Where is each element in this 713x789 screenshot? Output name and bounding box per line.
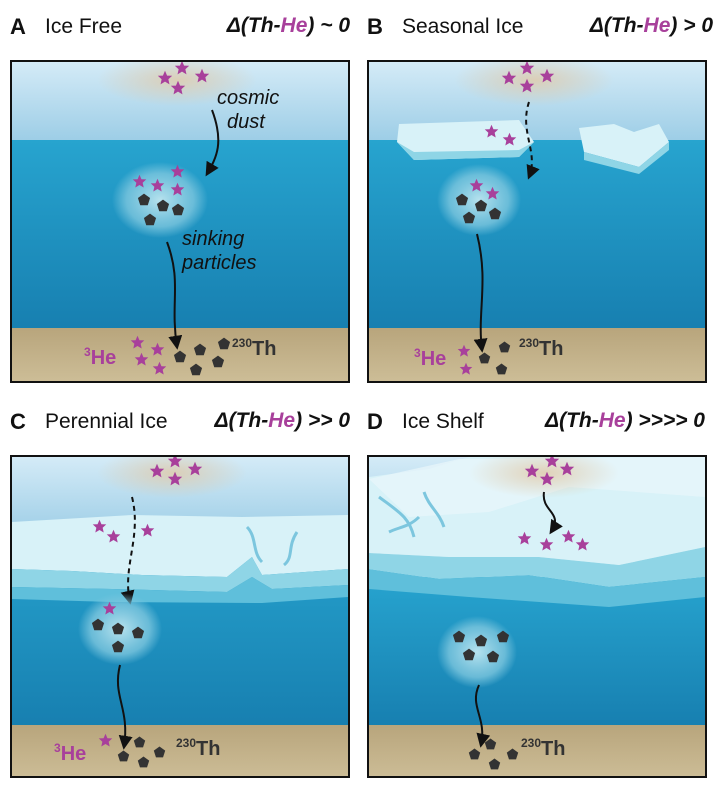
- arrow-icon: [474, 684, 491, 748]
- panel-b-header: B Seasonal Ice Δ(Th-He) > 0: [367, 14, 713, 44]
- delta-label: Δ(Th-He) ~ 0: [226, 14, 350, 37]
- arrow-icon: [542, 491, 563, 535]
- sea-ice-floes: [397, 120, 669, 174]
- panel-b-seasonal-ice: 3He 230Th: [367, 60, 707, 383]
- arrow-icon: [116, 664, 133, 750]
- panel-c-header: C Perennial Ice Δ(Th-He) >> 0: [10, 409, 350, 439]
- panel-d-header: D Ice Shelf Δ(Th-He) >>>> 0: [367, 409, 705, 439]
- th230-label: 230Th: [521, 736, 565, 760]
- particle-cloud: [112, 162, 208, 238]
- particles-label: particles: [181, 252, 256, 274]
- sediment: [12, 725, 348, 776]
- perennial-ice-layer: [12, 515, 348, 603]
- particle-cloud: [437, 164, 521, 236]
- delta-label: Δ(Th-He) >>>> 0: [544, 409, 705, 432]
- arrow-icon: [473, 233, 488, 353]
- cosmic-label: cosmic: [217, 87, 279, 109]
- panel-letter: B: [367, 14, 383, 39]
- ice-shelf: [369, 457, 705, 607]
- panel-letter: D: [367, 409, 383, 434]
- panel-d-ice-shelf: 230Th: [367, 455, 707, 778]
- ocean: [369, 140, 705, 330]
- panel-letter: A: [10, 14, 26, 39]
- panel-c-perennial-ice: 3He 230Th: [10, 455, 350, 778]
- sediment: [369, 328, 705, 381]
- dashed-arrow-icon: [120, 496, 136, 605]
- panel-a-ice-free: cosmic dust sinking particles 3He 230Th: [10, 60, 350, 383]
- dashed-arrow-icon: [525, 101, 540, 180]
- dust-label: dust: [227, 111, 266, 133]
- th230-label: 230Th: [519, 336, 563, 360]
- arrow-icon: [166, 241, 183, 350]
- arrow-icon: [205, 109, 220, 177]
- he3-label: 3He: [54, 741, 86, 765]
- panel-title: Ice Shelf: [402, 410, 484, 433]
- th230-label: 230Th: [232, 336, 276, 360]
- panel-title: Perennial Ice: [45, 410, 168, 433]
- he3-label: 3He: [414, 346, 446, 370]
- delta-label: Δ(Th-He) > 0: [589, 14, 713, 37]
- he3-label: 3He: [84, 345, 116, 369]
- th230-label: 230Th: [176, 736, 220, 760]
- sediment: [369, 725, 705, 776]
- panel-title: Seasonal Ice: [402, 15, 524, 38]
- panel-a-header: A Ice Free Δ(Th-He) ~ 0: [10, 14, 350, 44]
- panel-title: Ice Free: [45, 15, 123, 38]
- particle-cloud: [437, 616, 517, 688]
- sinking-label: sinking: [182, 228, 244, 250]
- panel-letter: C: [10, 409, 26, 434]
- delta-label: Δ(Th-He) >> 0: [214, 409, 350, 432]
